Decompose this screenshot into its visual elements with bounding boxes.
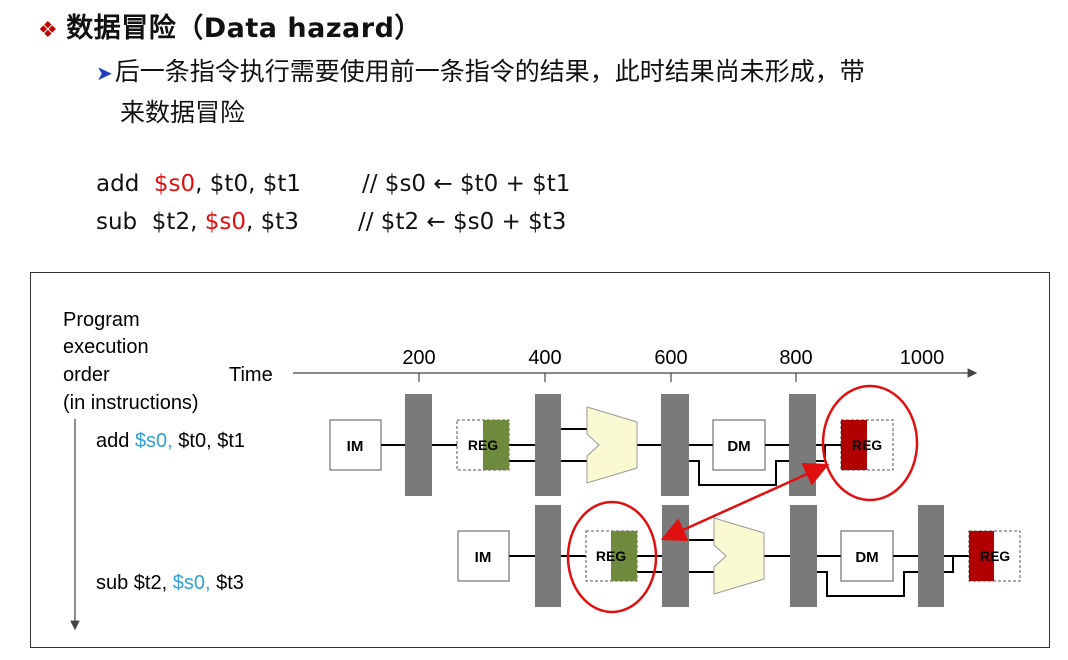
axis-label-line: execution bbox=[63, 336, 149, 358]
comment-text: // $s0 bbox=[362, 171, 434, 197]
instr-label-add: add $s0, $t0, $t1 bbox=[96, 430, 245, 452]
code-comment-1: // $s0 ← $t0 + $t1 bbox=[362, 171, 570, 197]
im-stage-label: IM bbox=[347, 438, 364, 455]
reg-read-half bbox=[483, 420, 509, 470]
pipeline-latch bbox=[662, 505, 689, 607]
pipeline-latch bbox=[405, 394, 432, 496]
time-tick-label: 800 bbox=[779, 347, 812, 369]
reg-stage-label: REG bbox=[852, 437, 882, 453]
dm-stage-box bbox=[840, 530, 894, 582]
comment-text: $t0 + $t1 bbox=[452, 171, 571, 197]
code-line-2: sub $t2, $s0, $t3 bbox=[96, 209, 299, 235]
subtitle-line-1: ➤后一条指令执行需要使用前一条指令的结果，此时结果尚未形成，带 bbox=[96, 52, 1016, 93]
arrow-bullet-icon: ➤ bbox=[96, 61, 113, 85]
dm-stage-label: DM bbox=[855, 549, 878, 566]
im-stage-box bbox=[457, 530, 510, 582]
axis-label-line: (in instructions) bbox=[63, 392, 199, 414]
time-tick-label: 400 bbox=[528, 347, 561, 369]
code-operands: , $t0, $t1 bbox=[195, 171, 301, 197]
code-line-1: add $s0, $t0, $t1 bbox=[96, 171, 301, 197]
axis-label-line: order bbox=[63, 364, 110, 386]
reg-stage-label: REG bbox=[468, 437, 498, 453]
pipeline-latch bbox=[535, 394, 561, 496]
axis-label-line: Program bbox=[63, 309, 140, 331]
subtitle-line-2: 来数据冒险 bbox=[120, 98, 246, 127]
code-dest-register: $s0 bbox=[153, 171, 196, 197]
pipeline-row-add: IM REG DM REG bbox=[329, 394, 894, 496]
pipeline-row-sub: IM REG DM REG bbox=[457, 505, 1021, 607]
time-label: Time bbox=[229, 364, 273, 386]
code-operands: , $t3 bbox=[245, 209, 299, 235]
hazard-circle-read bbox=[566, 500, 658, 614]
reg-write-half bbox=[969, 531, 994, 581]
time-tick-label: 1000 bbox=[900, 347, 945, 369]
code-comment-2: // $t2 ← $s0 + $t3 bbox=[358, 209, 566, 235]
pipeline-diagram-panel: Program execution order (in instructions… bbox=[30, 272, 1050, 648]
pipeline-latch bbox=[535, 505, 561, 607]
im-stage-box bbox=[329, 419, 382, 471]
reg-read-half bbox=[611, 531, 637, 581]
hazard-circle-write bbox=[821, 384, 919, 502]
diamond-bullet-icon: ❖ bbox=[38, 18, 59, 43]
slide-title: ❖ 数据冒险（Data hazard） bbox=[38, 6, 422, 45]
pipeline-latch bbox=[918, 505, 944, 607]
code-op: add bbox=[96, 171, 140, 197]
time-tick-label: 600 bbox=[654, 347, 687, 369]
im-stage-label: IM bbox=[475, 549, 492, 566]
comment-text: $s0 + $t3 bbox=[445, 209, 567, 235]
left-arrow-icon: ← bbox=[433, 171, 453, 197]
instr-label-sub: sub $t2, $s0, $t3 bbox=[96, 572, 244, 594]
title-text: 数据冒险（Data hazard） bbox=[66, 13, 422, 44]
code-operands: $t2, bbox=[151, 209, 205, 235]
hazard-dependency-arrow bbox=[660, 462, 830, 542]
alu-shape bbox=[586, 406, 638, 484]
pipeline-latch bbox=[661, 394, 689, 496]
dm-stage-label: DM bbox=[727, 438, 750, 455]
dm-stage-box bbox=[712, 419, 766, 471]
reg-stage-label: REG bbox=[980, 548, 1010, 564]
pipeline-diagram: Program execution order (in instructions… bbox=[63, 309, 1021, 631]
pipeline-latch bbox=[790, 505, 817, 607]
subtitle-text-1: 后一条指令执行需要使用前一条指令的结果，此时结果尚未形成，带 bbox=[114, 57, 865, 86]
reg-stage-label: REG bbox=[596, 548, 626, 564]
left-arrow-icon: ← bbox=[426, 209, 446, 235]
code-op: sub bbox=[96, 209, 138, 235]
time-tick-label: 200 bbox=[402, 347, 435, 369]
code-hazard-register: $s0 bbox=[204, 209, 246, 235]
subtitle: ➤后一条指令执行需要使用前一条指令的结果，此时结果尚未形成，带 来数据冒险 bbox=[96, 52, 1016, 133]
reg-write-half bbox=[841, 420, 867, 470]
comment-text: // $t2 bbox=[358, 209, 427, 235]
alu-shape bbox=[713, 517, 765, 595]
